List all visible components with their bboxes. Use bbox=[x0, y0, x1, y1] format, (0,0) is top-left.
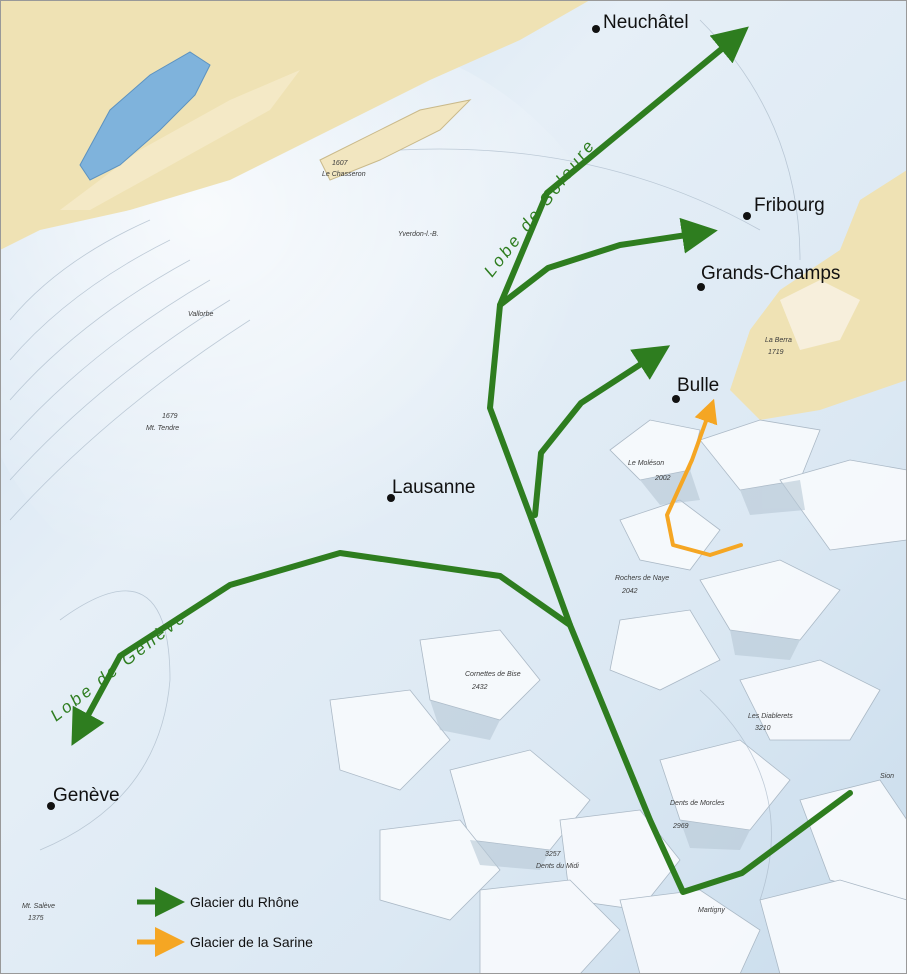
rhone-branch-bulle bbox=[532, 345, 671, 518]
peak-moleson-alt: 2002 bbox=[654, 475, 671, 482]
peak-chasseron: Le Chasseron bbox=[322, 171, 366, 178]
rhone-branch-geneve bbox=[71, 550, 573, 746]
peak-dents-morcles-alt: 2969 bbox=[672, 823, 689, 830]
lake-neuchatel bbox=[79, 51, 211, 181]
peak-dents-midi-alt: 3257 bbox=[545, 851, 562, 858]
peak-berra-alt: 1719 bbox=[768, 349, 784, 356]
city-dot-fribourg bbox=[743, 212, 751, 220]
city-grands-champs: Grands-Champs bbox=[701, 263, 840, 284]
city-dot-grands-champs bbox=[697, 283, 705, 291]
peak-diablerets: Les Diablerets bbox=[748, 713, 793, 720]
city-neuchatel: Neuchâtel bbox=[603, 12, 689, 33]
peak-rochers-alt: 2042 bbox=[621, 588, 638, 595]
legend: Glacier du Rhône Glacier de la Sarine bbox=[137, 887, 313, 957]
rhone-glacier-arrows bbox=[71, 26, 853, 895]
peak-cornettes: Cornettes de Bise bbox=[465, 671, 521, 678]
city-fribourg: Fribourg bbox=[754, 195, 825, 216]
peak-moleson: Le Moléson bbox=[628, 460, 664, 467]
peak-vallorbe: Vallorbe bbox=[188, 311, 214, 318]
peak-saleve: Mt. Salève bbox=[22, 903, 55, 910]
legend-sarine-label: Glacier de la Sarine bbox=[190, 934, 313, 950]
city-lausanne: Lausanne bbox=[392, 477, 475, 498]
alps-shadows bbox=[430, 470, 805, 870]
peak-diablerets-alt: 3210 bbox=[755, 725, 771, 732]
sarine-glacier-arrow bbox=[665, 398, 743, 557]
prealps-relief bbox=[780, 280, 860, 350]
rhone-branch-fribourg bbox=[497, 217, 718, 308]
peak-mtendre-alt: 1679 bbox=[162, 413, 178, 420]
town-martigny: Martigny bbox=[698, 907, 725, 914]
peak-mtendre: Mt. Tendre bbox=[146, 425, 179, 432]
jura-ridge-1 bbox=[319, 99, 472, 181]
peak-dents-morcles: Dents de Morcles bbox=[670, 800, 725, 807]
contour-lines bbox=[9, 19, 801, 901]
peak-cornettes-alt: 2432 bbox=[471, 684, 488, 691]
city-dot-lausanne bbox=[387, 494, 395, 502]
city-dot-neuchatel bbox=[592, 25, 600, 33]
peak-dents-midi: Dents du Midi bbox=[536, 863, 579, 870]
city-bulle: Bulle bbox=[677, 375, 719, 396]
city-geneve: Genève bbox=[53, 785, 120, 806]
peak-saleve-alt: 1375 bbox=[28, 915, 44, 922]
legend-rhone-label: Glacier du Rhône bbox=[190, 894, 299, 910]
peak-chasseron-alt: 1607 bbox=[332, 160, 349, 167]
peak-berra: La Berra bbox=[765, 337, 792, 344]
jura-land bbox=[0, 0, 590, 250]
jura-ridge-2 bbox=[60, 70, 300, 210]
city-dot-bulle bbox=[672, 395, 680, 403]
rhone-trunk bbox=[487, 26, 853, 895]
peak-yverdon: Yverdon-l.-B. bbox=[398, 231, 439, 238]
peak-rochers: Rochers de Naye bbox=[615, 575, 669, 582]
town-sion: Sion bbox=[880, 773, 894, 780]
city-dot-geneve bbox=[47, 802, 55, 810]
